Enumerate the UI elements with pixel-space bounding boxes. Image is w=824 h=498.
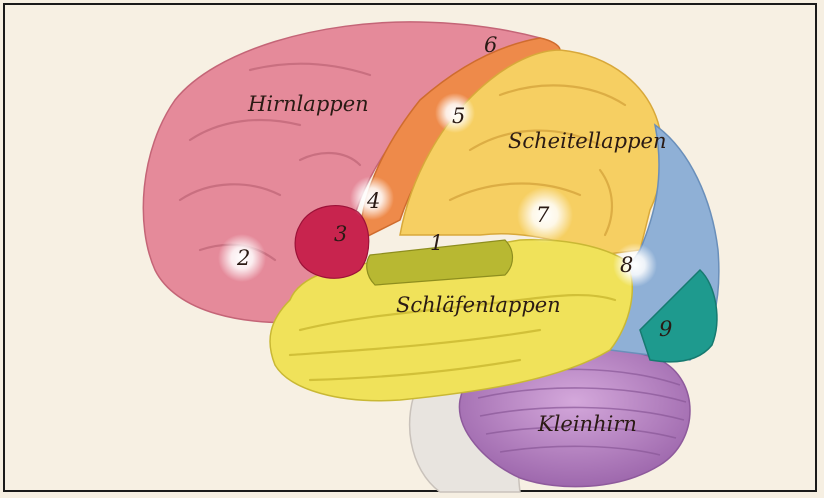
cerebellum-label: Kleinhirn	[537, 412, 637, 436]
marker-3: 3	[334, 222, 347, 246]
frontal-lobe-label: Hirnlappen	[247, 92, 369, 116]
broca-area-region	[295, 206, 369, 279]
marker-2: 2	[236, 246, 250, 270]
temporal-lobe-label: Schläfenlappen	[396, 293, 561, 317]
marker-1: 1	[430, 231, 443, 255]
marker-6: 6	[484, 33, 497, 57]
marker-8: 8	[620, 253, 633, 277]
parietal-lobe-label: Scheitellappen	[508, 129, 666, 153]
marker-5: 5	[452, 104, 465, 128]
marker-4: 4	[366, 189, 380, 213]
marker-9: 9	[659, 317, 672, 341]
marker-7: 7	[536, 203, 550, 227]
